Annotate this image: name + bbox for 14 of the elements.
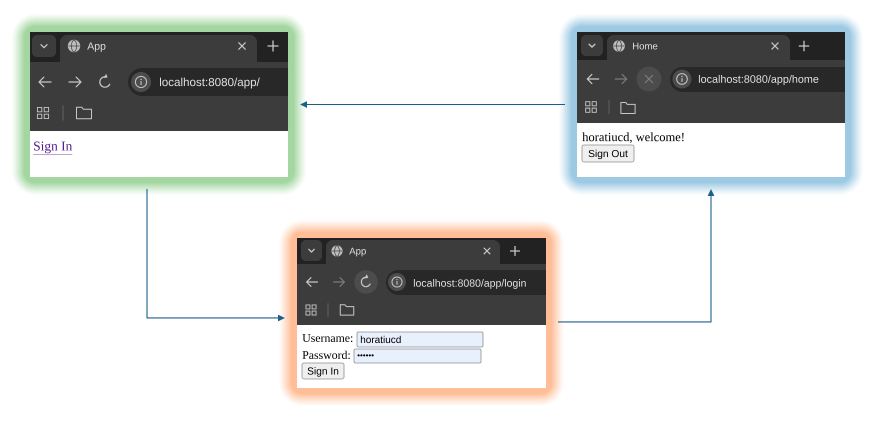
browser-tab: App [326, 240, 500, 264]
input-field: horatiucd [356, 332, 484, 348]
address-bar: localhost:8080/app/home [670, 67, 845, 92]
button: Sign In [302, 362, 344, 380]
browser-tab: Home [607, 35, 790, 60]
greeting-text: horatiucd, welcome! [582, 132, 684, 144]
address-bar: localhost:8080/app/login [386, 270, 546, 295]
field-label: Username: [302, 334, 352, 342]
password-field: •••••• [354, 348, 482, 364]
link: Sign In [33, 142, 72, 155]
field-label: Password: [302, 350, 350, 360]
browser-tab: App [60, 35, 257, 62]
button: Sign Out [582, 144, 634, 162]
address-bar: localhost:8080/app/ [128, 68, 288, 96]
